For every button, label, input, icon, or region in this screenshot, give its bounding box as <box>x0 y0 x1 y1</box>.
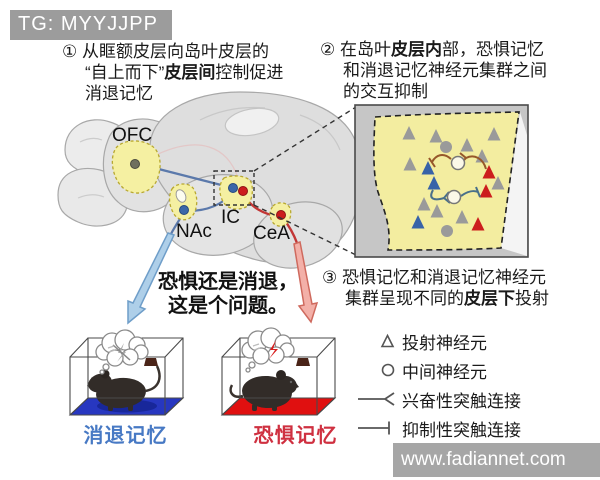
legend-row-inhibitory: 抑制性突触连接 <box>352 418 567 440</box>
inset-fear-neurons <box>471 165 496 231</box>
inset-box <box>354 104 529 258</box>
inset-extinction-neurons <box>411 161 441 229</box>
step1-line3: 消退记忆 <box>85 84 153 103</box>
fear-speaker-icon <box>296 358 310 366</box>
ic-fear-dot <box>238 186 248 196</box>
step3-line2: 集群呈现不同的皮层下投射 <box>345 288 597 309</box>
inset-interneuron-top <box>450 155 466 171</box>
inhibitory-synapse-icon <box>352 420 396 436</box>
brain-fold-line <box>77 194 105 199</box>
inset-interneuron-bottom <box>446 189 462 205</box>
nac-anterior-commissure <box>175 189 187 203</box>
fear-memory-label: 恐惧记忆 <box>253 425 338 447</box>
step3-line2-bold: 皮层下 <box>464 289 515 308</box>
question-line2: 这是个问题。 <box>168 295 288 317</box>
legend-row-projection-neuron: 投射神经元 <box>352 331 567 353</box>
fear-bolt-icon <box>252 340 278 359</box>
ofc-node-dot <box>130 159 140 169</box>
fear-thought-bubble <box>241 327 295 373</box>
extinction-speaker-icon <box>144 358 158 366</box>
step3-line2-pre: 集群呈现不同的 <box>345 289 464 308</box>
label-ofc: OFC <box>112 125 152 146</box>
step2-annotation: ② 在岛叶皮层内部，恐惧记忆 和消退记忆神经元集群之间 的交互抑制 <box>320 39 598 102</box>
step1-line2-bold: 皮层间 <box>164 63 216 82</box>
step1-line1: ① 从眶额皮层向岛叶皮层的 <box>62 42 269 61</box>
step2-line3: 的交互抑制 <box>343 82 428 101</box>
inset-yellow-cortex <box>373 111 520 251</box>
extinction-memory-label: 消退记忆 <box>83 425 168 447</box>
label-ic: IC <box>221 207 240 228</box>
projection-neuron-triangle-icon <box>352 333 396 349</box>
legend-label: 抑制性突触连接 <box>402 420 521 440</box>
legend-label: 中间神经元 <box>402 362 487 382</box>
inset-gray-neurons <box>402 126 505 237</box>
label-cea: CeA <box>253 223 290 244</box>
ic-zoom-rect <box>213 170 255 206</box>
step1-line2-post: 控制促进 <box>215 63 284 82</box>
label-nac: NAc <box>176 221 212 242</box>
legend-label: 投射神经元 <box>402 333 487 353</box>
zoom-callout-line-bottom <box>253 204 357 256</box>
inset-white-sliver <box>501 112 527 256</box>
step3-line2-post: 投射 <box>515 289 549 308</box>
region-ic <box>219 175 253 210</box>
extinction-thought-bubble <box>95 329 149 375</box>
fear-cage-frame <box>221 337 336 416</box>
step1-line2: “自上而下”皮层间控制促进 <box>85 62 307 83</box>
step2-line1: ② 在岛叶皮层内部，恐惧记忆 <box>320 39 598 60</box>
fear-or-extinction-question: 恐惧还是消退， 这是个问题。 <box>138 270 318 318</box>
brain-fold-line <box>79 137 103 143</box>
step2-line2: 和消退记忆神经元集群之间 <box>343 61 547 80</box>
extinction-mouse <box>87 365 161 411</box>
legend-label: 兴奋性突触连接 <box>402 391 521 411</box>
tg-banner: TG: MYYJJPP <box>10 10 172 40</box>
step1-annotation: ① 从眶额皮层向岛叶皮层的 “自上而下”皮层间控制促进 消退记忆 <box>62 41 307 104</box>
step3-annotation: ③ 恐惧记忆和消退记忆神经元 集群呈现不同的皮层下投射 <box>322 267 597 309</box>
extinction-cage <box>68 329 185 416</box>
step2-line1-bold: 皮层内 <box>390 40 442 59</box>
legend-row-interneuron: 中间神经元 <box>352 360 567 382</box>
ic-extinction-dot <box>228 183 238 193</box>
extinction-blue-arrow <box>127 232 176 325</box>
brain-fold-line <box>299 114 341 151</box>
brain-fold-line <box>199 106 266 121</box>
zoom-callout-line-top <box>253 106 357 172</box>
step3-line1: ③ 恐惧记忆和消退记忆神经元 <box>322 268 546 287</box>
fear-mouse <box>229 370 299 411</box>
excitatory-synapse-icon <box>352 391 396 407</box>
step1-line2-pre: “自上而下” <box>85 63 165 82</box>
legend-row-excitatory: 兴奋性突触连接 <box>352 389 567 411</box>
watermark: www.fadiannet.com <box>393 443 600 477</box>
extinction-crossed-bolt-icon <box>107 343 131 362</box>
question-line1: 恐惧还是消退， <box>158 271 298 293</box>
step2-line1-post: 部，恐惧记忆 <box>441 40 544 59</box>
fear-cage <box>220 327 337 416</box>
nac-extinction-dot <box>179 205 189 215</box>
brain-illustration <box>57 91 363 269</box>
cortex-inner-ventricle <box>224 107 280 137</box>
fear-red-arrow <box>293 241 319 324</box>
faint-projection-line <box>149 144 239 179</box>
legend: 投射神经元 中间神经元 兴奋性突触连接 抑制性突触连接 <box>352 331 567 450</box>
step2-line1-pre: ② 在岛叶 <box>320 40 391 59</box>
interneuron-circle-icon <box>352 362 396 378</box>
